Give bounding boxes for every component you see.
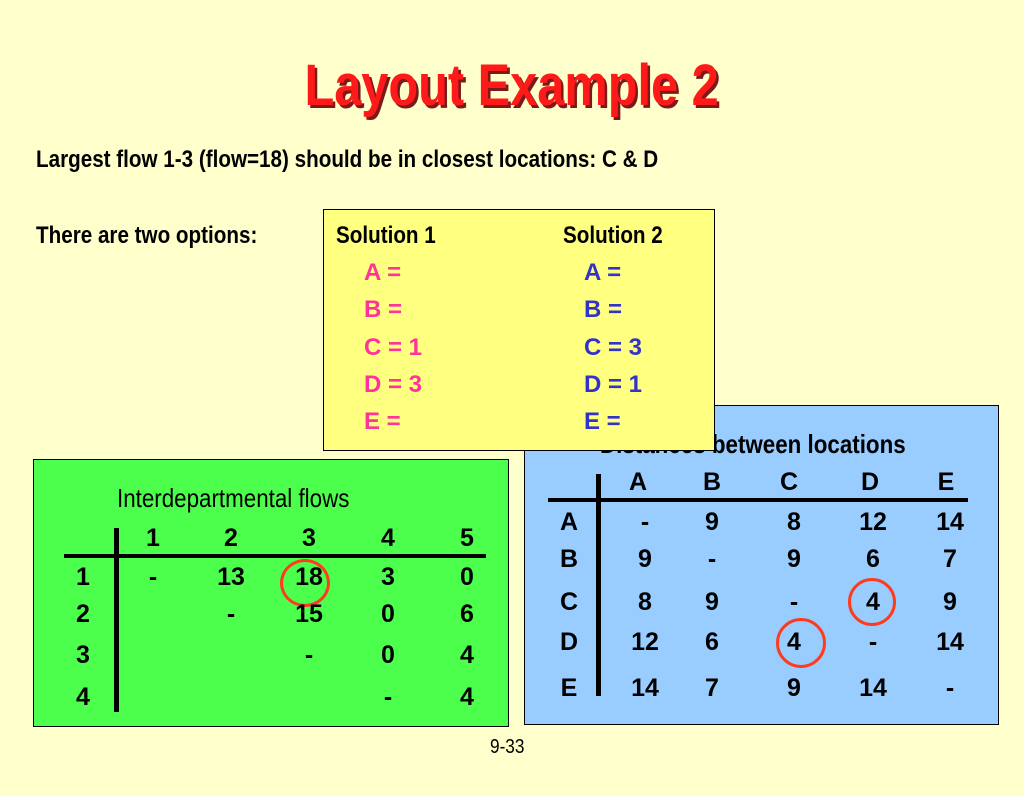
distances-column-header: A — [628, 468, 648, 496]
flows-header-rule — [64, 554, 486, 558]
distances-header-rule — [548, 498, 968, 502]
distances-column-header: D — [860, 468, 880, 496]
flows-panel — [33, 459, 509, 727]
flows-row-label: 2 — [76, 600, 90, 628]
flows-cell: 13 — [217, 563, 245, 591]
distances-cell: 9 — [787, 545, 801, 573]
flows-cell: 0 — [381, 641, 395, 669]
solution-1-assignment: A = — [364, 259, 402, 286]
distances-cell: 9 — [787, 674, 801, 702]
distances-column-header: C — [779, 468, 799, 496]
distances-cell: 9 — [638, 545, 652, 573]
distances-cell: 14 — [859, 674, 887, 702]
flows-cell: - — [226, 600, 236, 628]
distances-row-label: B — [559, 545, 579, 573]
options-label: There are two options: — [36, 222, 258, 249]
distances-cell: 12 — [859, 508, 887, 536]
intro-line: Largest flow 1-3 (flow=18) should be in … — [36, 146, 659, 173]
solution-2-assignment: E = — [584, 408, 621, 435]
solution-2-assignment: B = — [584, 296, 623, 323]
flows-cell: - — [383, 683, 393, 711]
solution-1-assignment: B = — [364, 296, 403, 323]
flows-cell: - — [148, 563, 158, 591]
solution-1-assignment: D = 3 — [364, 371, 423, 398]
distances-label-rule — [596, 474, 601, 696]
solution-1-assignment: C = 1 — [364, 334, 423, 361]
solution-2-header: Solution 2 — [563, 222, 663, 249]
distances-cell: 14 — [936, 628, 964, 656]
distances-column-header: E — [937, 468, 955, 496]
distances-cell: - — [945, 674, 955, 702]
distances-cell: 6 — [866, 545, 880, 573]
solution-1-header: Solution 1 — [336, 222, 436, 249]
distances-column-header: B — [702, 468, 722, 496]
distances-cell: - — [707, 545, 717, 573]
distances-row-label: A — [559, 508, 579, 536]
distances-row-label: D — [559, 628, 579, 656]
distances-cell: - — [868, 628, 878, 656]
flows-row-label: 3 — [76, 641, 90, 669]
flows-column-header: 4 — [381, 524, 395, 552]
flows-column-header: 2 — [224, 524, 238, 552]
distances-cell: 12 — [631, 628, 659, 656]
solution-2-assignment: A = — [584, 259, 622, 286]
distances-cell: - — [640, 508, 650, 536]
solution-2-assignment: D = 1 — [584, 371, 643, 398]
flows-column-header: 5 — [460, 524, 474, 552]
flows-title: Interdepartmental flows — [117, 483, 350, 513]
flows-cell: 0 — [460, 563, 474, 591]
distances-cell: 4 — [787, 628, 801, 656]
distances-cell: 9 — [705, 588, 719, 616]
distances-cell: 8 — [787, 508, 801, 536]
distances-row-label: C — [559, 588, 579, 616]
flows-cell: - — [304, 641, 314, 669]
flows-cell: 4 — [460, 683, 474, 711]
distances-cell: 7 — [943, 545, 957, 573]
flows-cell: 6 — [460, 600, 474, 628]
flows-cell: 15 — [295, 600, 323, 628]
distances-row-label: E — [560, 674, 578, 702]
flows-row-label: 1 — [76, 563, 90, 591]
solutions-panel — [323, 209, 715, 451]
flows-cell: 18 — [295, 563, 323, 591]
slide-number: 9-33 — [490, 736, 525, 758]
highlight-circle — [848, 578, 896, 626]
flows-cell: 3 — [381, 563, 395, 591]
highlight-circle — [280, 559, 330, 607]
distances-panel — [524, 405, 999, 725]
distances-cell: 9 — [943, 588, 957, 616]
distances-cell: 6 — [705, 628, 719, 656]
distances-cell: - — [789, 588, 799, 616]
flows-cell: 0 — [381, 600, 395, 628]
distances-cell: 8 — [638, 588, 652, 616]
distances-cell: 4 — [866, 588, 880, 616]
slide-title: Layout Example 2 — [304, 53, 720, 118]
flows-cell: 4 — [460, 641, 474, 669]
flows-column-header: 1 — [146, 524, 160, 552]
distances-cell: 14 — [936, 508, 964, 536]
solution-1-assignment: E = — [364, 408, 401, 435]
flows-row-label: 4 — [76, 683, 90, 711]
distances-cell: 7 — [705, 674, 719, 702]
distances-cell: 14 — [631, 674, 659, 702]
flows-column-header: 3 — [302, 524, 316, 552]
solution-2-assignment: C = 3 — [584, 334, 643, 361]
distances-cell: 9 — [705, 508, 719, 536]
flows-label-rule — [114, 528, 119, 712]
highlight-circle — [776, 618, 826, 668]
